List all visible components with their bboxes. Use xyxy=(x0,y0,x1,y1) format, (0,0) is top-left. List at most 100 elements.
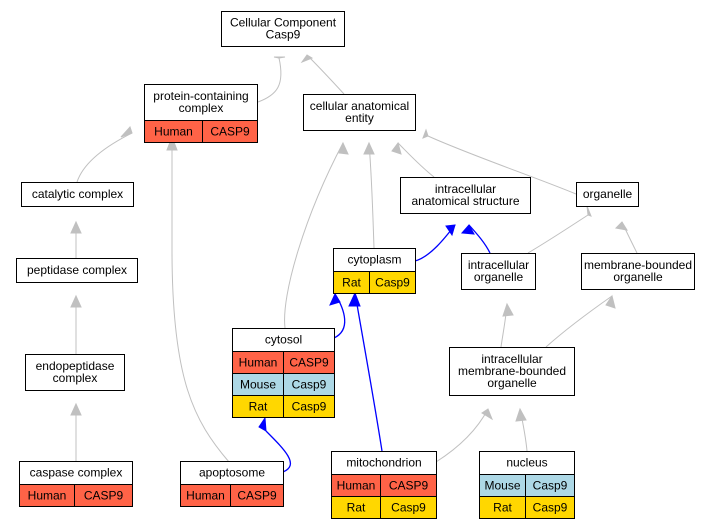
species-label: Human xyxy=(28,489,67,503)
gene-cell xyxy=(380,496,437,519)
gene-cell xyxy=(230,484,284,507)
node-label-line: intracellular xyxy=(481,352,542,366)
edge-part-of xyxy=(265,430,292,473)
node-label-line: entity xyxy=(345,111,374,125)
node-label-line: caspase complex xyxy=(30,466,123,480)
node-organelle[interactable]: organelle xyxy=(576,182,639,207)
arrowhead-is-a xyxy=(515,407,527,422)
arrowhead-part-of xyxy=(348,291,361,307)
arrowhead-is-a xyxy=(605,294,616,309)
gene-cell xyxy=(525,496,575,519)
edge-is-a xyxy=(427,135,577,195)
edge-is-a xyxy=(306,54,345,95)
node-label-line: organelle xyxy=(613,270,663,284)
arrowhead-is-a xyxy=(481,408,494,421)
species-label: Human xyxy=(154,125,193,139)
gene-label: Casp9 xyxy=(292,400,327,414)
gene-cell xyxy=(283,395,335,418)
node-box xyxy=(303,94,416,131)
arrowhead-is-a xyxy=(70,220,82,234)
gene-cell xyxy=(74,484,133,507)
edge-layer xyxy=(70,54,638,473)
node-box xyxy=(576,182,639,207)
species-label: Rat xyxy=(493,501,512,515)
node-box xyxy=(449,347,575,396)
gene-label: Casp9 xyxy=(533,479,568,493)
species-label: Rat xyxy=(347,501,366,515)
node-peptidase-complex[interactable]: peptidase complex xyxy=(16,258,138,283)
gene-label: Casp9 xyxy=(375,276,410,290)
species-label: Mouse xyxy=(484,479,520,493)
gene-label: CASP9 xyxy=(84,489,124,503)
arrowhead-is-a xyxy=(338,141,349,155)
arrowhead-is-a xyxy=(586,205,592,217)
arrowhead-is-a xyxy=(300,54,314,64)
node-label-line: complex xyxy=(53,371,98,385)
node-box xyxy=(16,258,138,283)
arrowhead-is-a xyxy=(502,302,514,317)
edge-part-of xyxy=(354,292,383,452)
arrowhead-part-of xyxy=(460,224,475,235)
gene-label: CASP9 xyxy=(237,489,277,503)
node-label-line: organelle xyxy=(487,376,537,390)
arrowhead-part-of xyxy=(258,416,267,432)
edge-is-a xyxy=(257,57,282,103)
node-label-line: organelle xyxy=(474,270,524,284)
arrowhead-is-a xyxy=(70,402,82,416)
node-label-line: nucleus xyxy=(506,456,547,470)
node-label-line: membrane-bounded xyxy=(584,258,692,272)
edge-is-a xyxy=(397,142,435,178)
node-box xyxy=(400,177,531,214)
edge-is-a xyxy=(368,142,375,249)
node-label-line: Cellular Component xyxy=(230,16,337,30)
node-label-line: cytosol xyxy=(265,333,302,347)
gene-label: Casp9 xyxy=(391,501,426,515)
gene-label: Casp9 xyxy=(533,501,568,515)
arrowhead-is-a xyxy=(120,126,133,138)
edge-is-a xyxy=(76,132,133,183)
node-label-line: peptidase complex xyxy=(27,263,127,277)
gene-label: CASP9 xyxy=(389,479,429,493)
arrowhead-is-a xyxy=(422,128,429,139)
node-label-line: membrane-bounded xyxy=(458,364,566,378)
edge-part-of xyxy=(468,224,491,254)
node-label-line: protein-containing xyxy=(153,89,248,103)
node-label-line: Casp9 xyxy=(266,28,301,42)
gene-cell xyxy=(369,271,416,294)
edge-is-a xyxy=(527,214,589,254)
arrowhead-part-of xyxy=(329,292,341,306)
node-box xyxy=(144,84,258,121)
node-label-line: catalytic complex xyxy=(32,187,123,201)
node-layer: Cellular ComponentCasp9protein-containin… xyxy=(16,11,695,519)
edge-is-a xyxy=(545,295,613,348)
arrowhead-is-a xyxy=(273,56,286,59)
node-label-line: endopeptidase xyxy=(36,359,115,373)
arrowhead-is-a xyxy=(70,294,82,308)
node-box xyxy=(221,11,345,47)
gene-label: CASP9 xyxy=(289,356,329,370)
node-label-line: apoptosome xyxy=(199,466,265,480)
edge-is-a xyxy=(171,137,230,463)
gene-label: Casp9 xyxy=(292,378,327,392)
arrowhead-is-a xyxy=(363,141,375,155)
arrowhead-part-of xyxy=(445,224,456,237)
arrowhead-is-a xyxy=(614,221,629,231)
node-catalytic-complex[interactable]: catalytic complex xyxy=(21,182,134,207)
edge-is-a xyxy=(284,142,344,329)
node-label-line: intracellular xyxy=(468,258,529,272)
node-box xyxy=(21,182,134,207)
